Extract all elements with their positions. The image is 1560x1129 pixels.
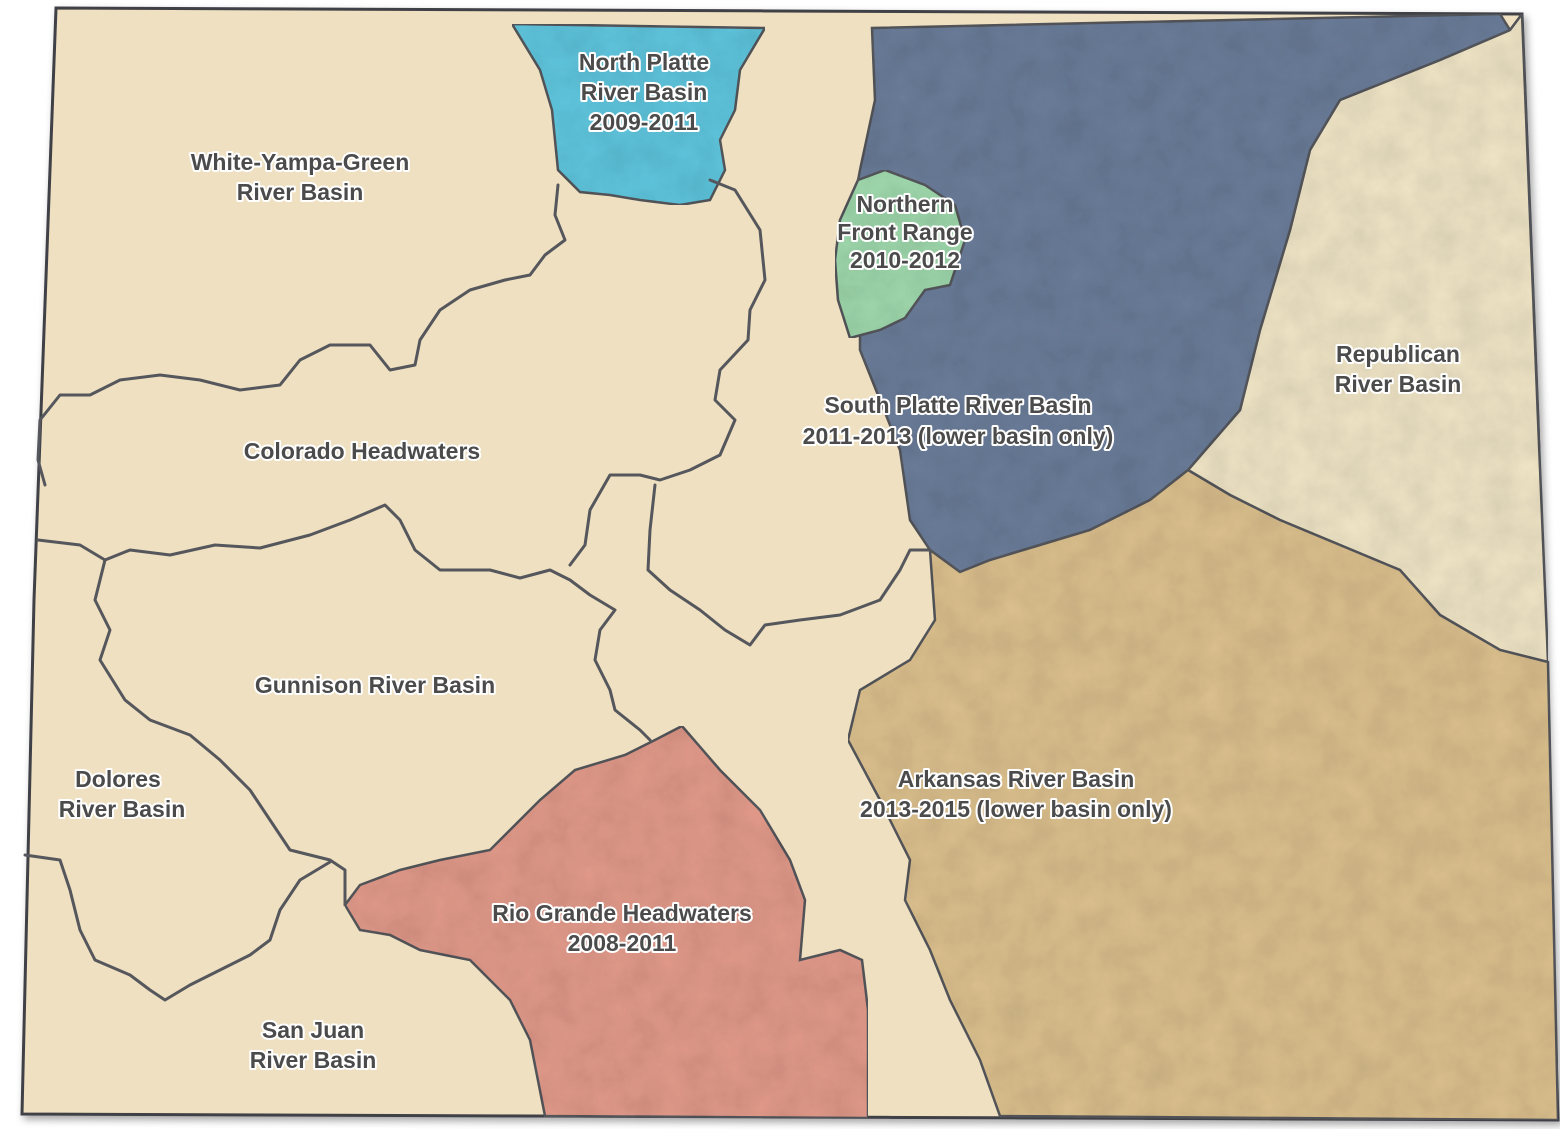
northern-front-range-label-line2: Front Range <box>837 219 972 245</box>
san-juan-label-line1: San Juan <box>262 1017 364 1043</box>
arkansas-label-line1: Arkansas River Basin <box>898 766 1135 792</box>
republican-label-line1: Republican <box>1336 341 1460 367</box>
colorado-headwaters-label: Colorado Headwaters <box>244 438 480 464</box>
san-juan-label-line2: River Basin <box>250 1047 377 1073</box>
gunnison-label: Gunnison River Basin <box>255 672 495 698</box>
arkansas-basin-area <box>846 468 1560 1122</box>
northern-front-range-label-line1: Northern <box>856 191 953 217</box>
northern-front-range-area <box>833 168 967 340</box>
white-yampa-green-label-line1: White-Yampa-Green <box>191 149 410 175</box>
republican-label-line2: River Basin <box>1335 371 1462 397</box>
dolores-label-line2: River Basin <box>59 796 186 822</box>
north-platte-basin-area <box>509 22 768 207</box>
dolores-label-line1: Dolores <box>75 766 161 792</box>
rio-grande-label-line2: 2008-2011 <box>568 930 677 956</box>
south-platte-label-line1: South Platte River Basin <box>824 392 1091 418</box>
rio-grande-basin-area <box>343 724 870 1120</box>
north-platte-label-line1: North Platte <box>579 49 709 75</box>
basin-boundaries <box>23 178 932 1002</box>
basin-labels: North Platte River Basin 2009-2011 White… <box>57 47 1464 1075</box>
north-platte-label-line3: 2009-2011 <box>590 109 699 135</box>
rio-grande-label-line1: Rio Grande Headwaters <box>492 900 751 926</box>
white-yampa-green-label-line2: River Basin <box>237 179 364 205</box>
arkansas-label-line2: 2013-2015 (lower basin only) <box>860 796 1172 822</box>
south-platte-label-line2: 2011-2013 (lower basin only) <box>803 423 1114 449</box>
northern-front-range-label-line3: 2010-2012 <box>850 247 960 273</box>
north-platte-label-line2: River Basin <box>581 79 708 105</box>
